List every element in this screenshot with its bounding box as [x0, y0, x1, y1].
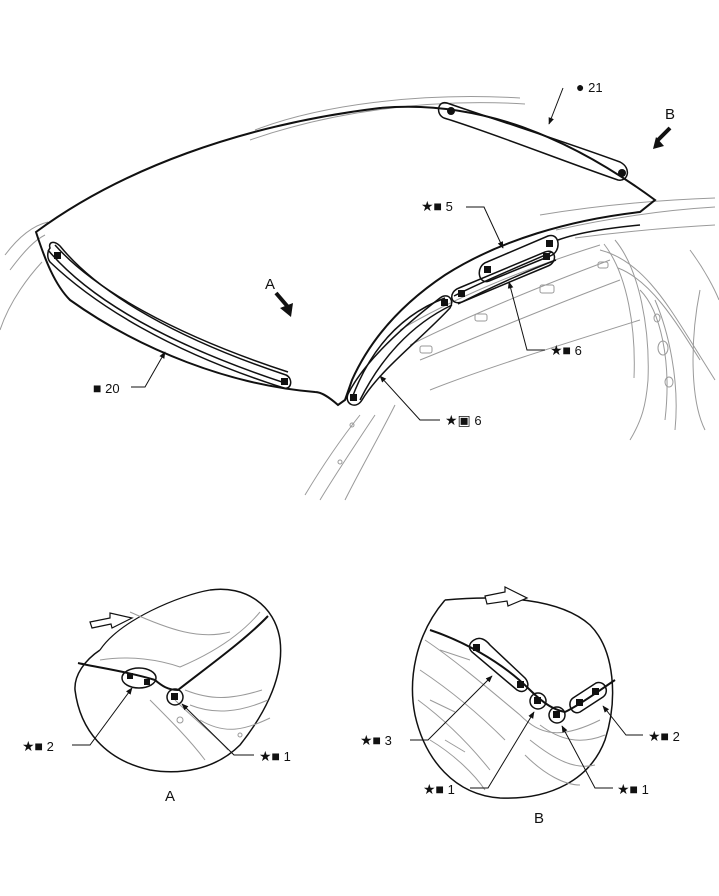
callout-5: ★■ 5: [421, 199, 453, 213]
callout-6-lower-number: 6: [474, 413, 482, 428]
molding-6-lower: [346, 295, 453, 406]
detail-b-callout-2-symbol: ★■: [648, 728, 670, 744]
detail-a-callout-2: ★■ 2: [22, 739, 54, 753]
roof-panel: [34, 105, 657, 407]
roof-moldings: [47, 224, 641, 401]
callout-20: ■ 20: [93, 381, 120, 395]
molding-20: [47, 241, 292, 389]
view-arrow-a: [274, 291, 293, 317]
detail-b-callout-1-right-number: 1: [641, 782, 649, 797]
view-arrow-b: [653, 126, 672, 149]
callout-21-symbol: ●: [576, 79, 585, 95]
callout-6-upper-number: 6: [574, 343, 582, 358]
detail-a: [72, 588, 282, 773]
leader-lines: [131, 87, 564, 421]
detail-b-callout-1-left-symbol: ★■: [423, 781, 445, 797]
detail-b-callout-2: ★■ 2: [648, 729, 680, 743]
view-arrow-a-label: A: [265, 276, 276, 293]
detail-b-callout-1-left-number: 1: [447, 782, 455, 797]
detail-a-callout-1: ★■ 1: [259, 749, 291, 763]
detail-b-callout-3: ★■ 3: [360, 733, 392, 747]
callout-6-upper-symbol: ★■: [550, 342, 572, 358]
detail-a-caption: A: [165, 788, 176, 805]
detail-a-callout-2-number: 2: [46, 739, 54, 754]
callout-5-symbol: ★■: [421, 198, 443, 214]
detail-b-callout-1-right: ★■ 1: [617, 782, 649, 796]
callout-20-symbol: ■: [93, 380, 102, 396]
view-arrow-b-label: B: [665, 106, 676, 123]
detail-a-callout-1-number: 1: [283, 749, 291, 764]
callout-20-number: 20: [105, 381, 120, 396]
detail-a-callout-1-symbol: ★■: [259, 748, 281, 764]
detail-a-callout-2-symbol: ★■: [22, 738, 44, 754]
callout-6-lower: ★▣ 6: [445, 413, 482, 427]
detail-b-caption: B: [534, 810, 545, 827]
detail-b-callout-1-right-symbol: ★■: [617, 781, 639, 797]
clip-square: [54, 252, 61, 259]
callout-6-lower-symbol: ★▣: [445, 412, 471, 428]
detail-b-callout-3-symbol: ★■: [360, 732, 382, 748]
detail-b-callout-1-left: ★■ 1: [423, 782, 455, 796]
detail-b-callout-3-number: 3: [384, 733, 392, 748]
callout-5-number: 5: [445, 199, 453, 214]
molding-6-upper: [451, 250, 556, 304]
callout-21: ● 21: [576, 80, 603, 94]
callout-21-number: 21: [588, 80, 603, 95]
vehicle-body-outline: [0, 96, 719, 501]
detail-b: [410, 586, 643, 799]
molding-21: [437, 101, 629, 181]
callout-6-upper: ★■ 6: [550, 343, 582, 357]
molding-5: [478, 234, 559, 283]
detail-b-callout-2-number: 2: [672, 729, 680, 744]
clip-square: [281, 378, 288, 385]
